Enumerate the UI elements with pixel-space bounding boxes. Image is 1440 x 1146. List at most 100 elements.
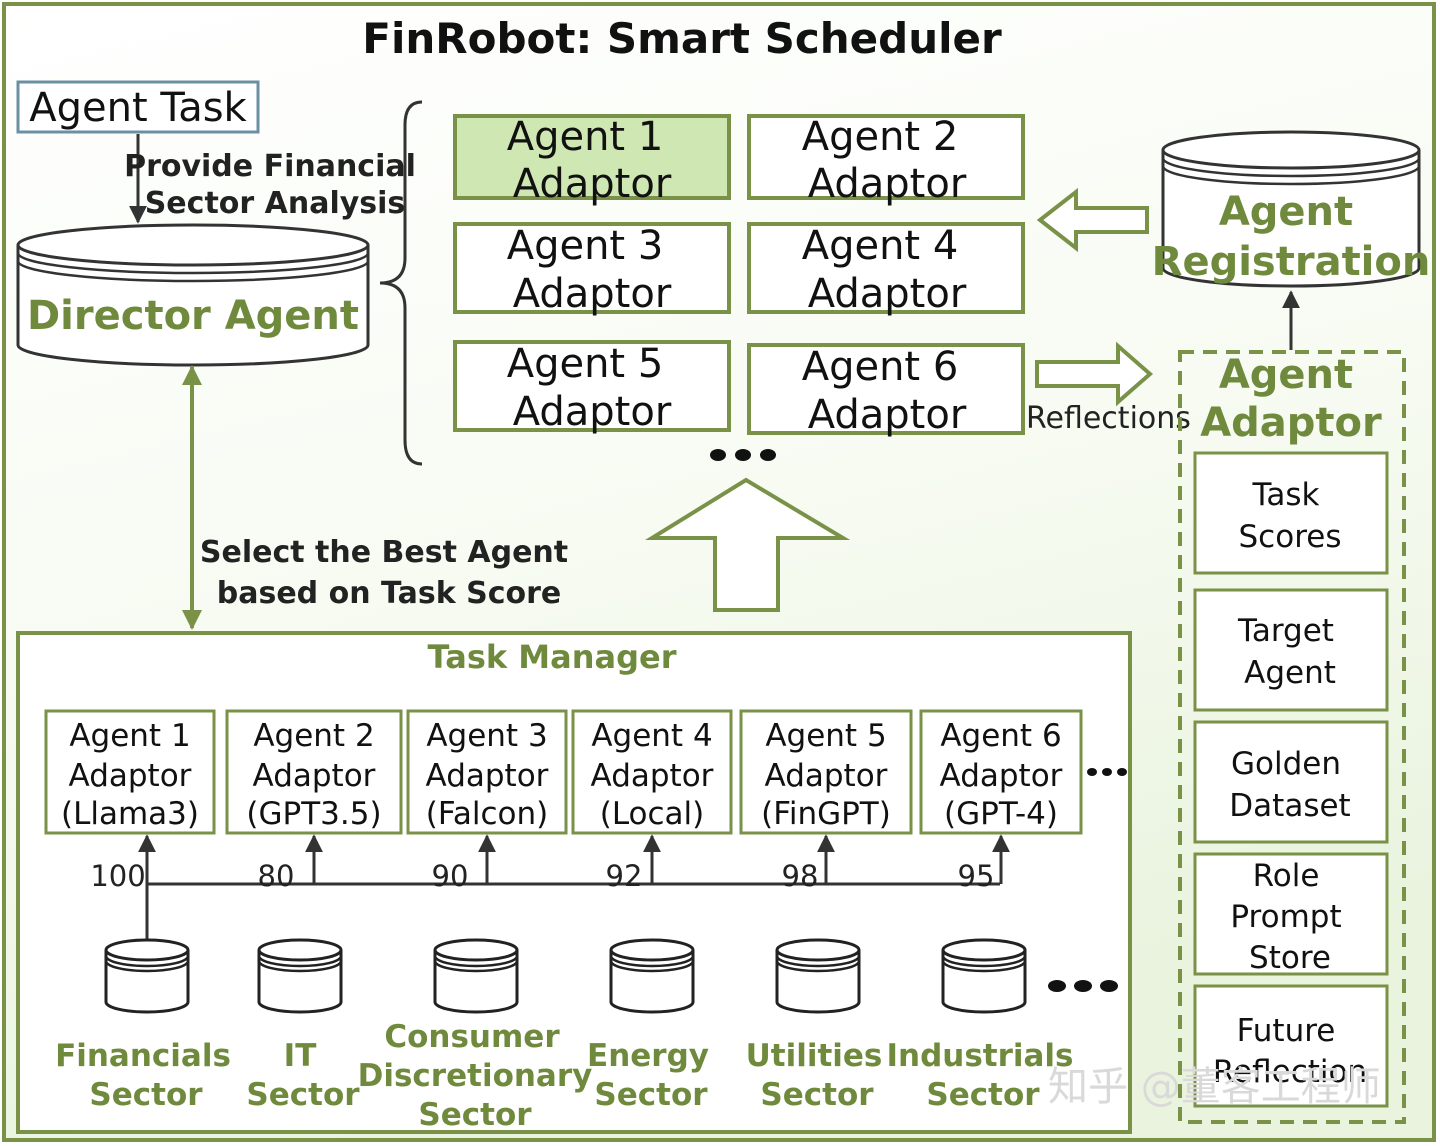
agent-registration-line2: Registration <box>1152 239 1431 285</box>
score-label-1: 100 <box>90 859 145 893</box>
agent-adaptor-panel: Agent Adaptor Task Scores Target Agent G… <box>1178 350 1406 1124</box>
sector-3-label-line2: Discretionary <box>358 1058 593 1094</box>
sector-4-label-line1: Energy <box>587 1038 709 1074</box>
sector-row-ellipsis <box>1048 980 1118 992</box>
sector-4-label-line2: Sector <box>594 1077 708 1113</box>
top-grid-ellipsis <box>710 449 776 461</box>
sector-6-label-line1: Industrials <box>886 1038 1073 1074</box>
panel-item-task-scores-line1: Task <box>1252 477 1320 513</box>
sector-databases: FinancialsSectorITSectorConsumerDiscreti… <box>55 938 1074 1133</box>
top-adaptor-1-line2: Adaptor <box>513 161 672 207</box>
panel-item-role-prompt-store-line2: Prompt <box>1230 899 1341 935</box>
top-adaptor-3-line2: Adaptor <box>513 271 672 317</box>
group-brace <box>379 100 423 466</box>
top-adaptor-5: Agent 5 Adaptor <box>453 340 731 435</box>
director-agent-cylinder: Director Agent <box>16 223 370 367</box>
top-adaptor-4-line1: Agent 4 <box>802 223 959 269</box>
director-agent-label: Director Agent <box>27 293 359 339</box>
score-label-4: 92 <box>606 859 643 893</box>
top-adaptor-6-line1: Agent 6 <box>802 344 959 390</box>
panel-item-target-agent-line1: Target <box>1237 613 1334 649</box>
sector-2-label-line1: IT <box>284 1038 317 1074</box>
tm-adaptor-2-line3: (GPT3.5) <box>246 796 381 832</box>
tm-adaptor-6-line2: Adaptor <box>940 758 1063 794</box>
sector-3-label-line1: Consumer <box>384 1019 560 1055</box>
score-label-3: 90 <box>432 859 469 893</box>
task-manager-up-arrow <box>644 477 851 612</box>
task-manager-title: Task Manager <box>428 638 677 676</box>
agent-task-label: Agent Task <box>29 85 247 131</box>
top-adaptor-3-line1: Agent 3 <box>507 223 664 269</box>
sector-3-label-line3: Sector <box>418 1097 532 1133</box>
agent-adaptor-title-line1: Agent <box>1219 352 1353 398</box>
reflections-label: Reflections <box>1026 401 1191 436</box>
watermark: 知乎 @董客工程师 <box>1048 1064 1381 1110</box>
tm-adaptor-6-line3: (GPT-4) <box>944 796 1058 832</box>
top-adaptor-5-line1: Agent 5 <box>507 341 664 387</box>
panel-item-golden-dataset-line2: Dataset <box>1229 788 1350 824</box>
reflections-arrow <box>1035 341 1154 407</box>
task-manager-box: Task Manager Agent 1Adaptor(Llama3)Agent… <box>16 631 1132 1134</box>
top-adaptor-1-line1: Agent 1 <box>507 114 664 160</box>
sector-1-label-line1: Financials <box>55 1038 231 1074</box>
sector-5-label-line2: Sector <box>760 1077 874 1113</box>
agent-adaptor-title-line2: Adaptor <box>1200 400 1382 446</box>
sector-5-label-line1: Utilities <box>746 1038 883 1074</box>
provide-note-line1: Provide Financial <box>124 149 416 184</box>
select-note-line2: based on Task Score <box>217 576 562 611</box>
top-adaptor-6-line2: Adaptor <box>808 392 967 438</box>
tm-adaptor-6-line1: Agent 6 <box>940 718 1061 754</box>
panel-item-golden-dataset: Golden Dataset <box>1193 720 1389 844</box>
registration-to-adaptors-arrow <box>1036 187 1149 253</box>
tm-adaptor-1-line3: (Llama3) <box>61 796 199 832</box>
top-adaptor-5-line2: Adaptor <box>513 389 672 435</box>
agent-registration-line1: Agent <box>1219 189 1353 235</box>
top-adaptor-3: Agent 3 Adaptor <box>453 222 731 317</box>
score-label-5: 98 <box>782 859 819 893</box>
top-adaptor-2: Agent 2 Adaptor <box>747 114 1025 207</box>
tm-adaptor-2-line2: Adaptor <box>253 758 376 794</box>
tm-adaptor-5-line3: (FinGPT) <box>761 796 891 832</box>
tm-adaptor-4: Agent 4 Adaptor(Local) <box>571 709 733 835</box>
tm-adaptor-4-line3: (Local) <box>600 796 705 832</box>
select-note-line1: Select the Best Agent <box>200 535 568 570</box>
diagram-title: FinRobot: Smart Scheduler <box>362 14 1002 63</box>
score-label-6: 95 <box>958 859 995 893</box>
sector-1-label-line2: Sector <box>89 1077 203 1113</box>
top-adaptor-6: Agent 6 Adaptor <box>747 343 1025 438</box>
tm-adaptor-4-line1: Agent 4 <box>591 718 712 754</box>
panel-item-future-reflection-line2: Reflection <box>1213 1054 1367 1090</box>
tm-adaptor-6: Agent 6 Adaptor(GPT-4) <box>919 709 1083 835</box>
panel-item-task-scores-line2: Scores <box>1239 519 1342 555</box>
panel-item-target-agent: Target Agent <box>1193 588 1389 712</box>
agent-registration-cylinder: Agent Registration <box>1152 130 1431 288</box>
panel-item-golden-dataset-line1: Golden <box>1231 746 1341 782</box>
agent-task-box: Agent Task <box>16 80 260 134</box>
sector-6-label-line2: Sector <box>926 1077 1040 1113</box>
top-adaptor-1: Agent 1 Adaptor <box>453 114 731 207</box>
top-adaptor-2-line1: Agent 2 <box>802 114 959 160</box>
tm-adaptor-4-line2: Adaptor <box>591 758 714 794</box>
panel-item-future-reflection-line1: Future <box>1237 1013 1336 1049</box>
top-adaptor-4-line2: Adaptor <box>808 271 967 317</box>
provide-note-line2: Sector Analysis <box>145 186 406 221</box>
panel-item-target-agent-line2: Agent <box>1244 655 1336 691</box>
top-adaptor-2-line2: Adaptor <box>808 161 967 207</box>
tm-adaptor-3-line3: (Falcon) <box>426 796 548 832</box>
panel-item-role-prompt-store: Role Prompt Store <box>1193 852 1389 976</box>
panel-item-role-prompt-store-line1: Role <box>1253 858 1320 894</box>
top-adaptor-4: Agent 4 Adaptor <box>747 222 1025 317</box>
tm-adaptor-3-line1: Agent 3 <box>426 718 547 754</box>
tm-adaptor-5-line1: Agent 5 <box>765 718 886 754</box>
